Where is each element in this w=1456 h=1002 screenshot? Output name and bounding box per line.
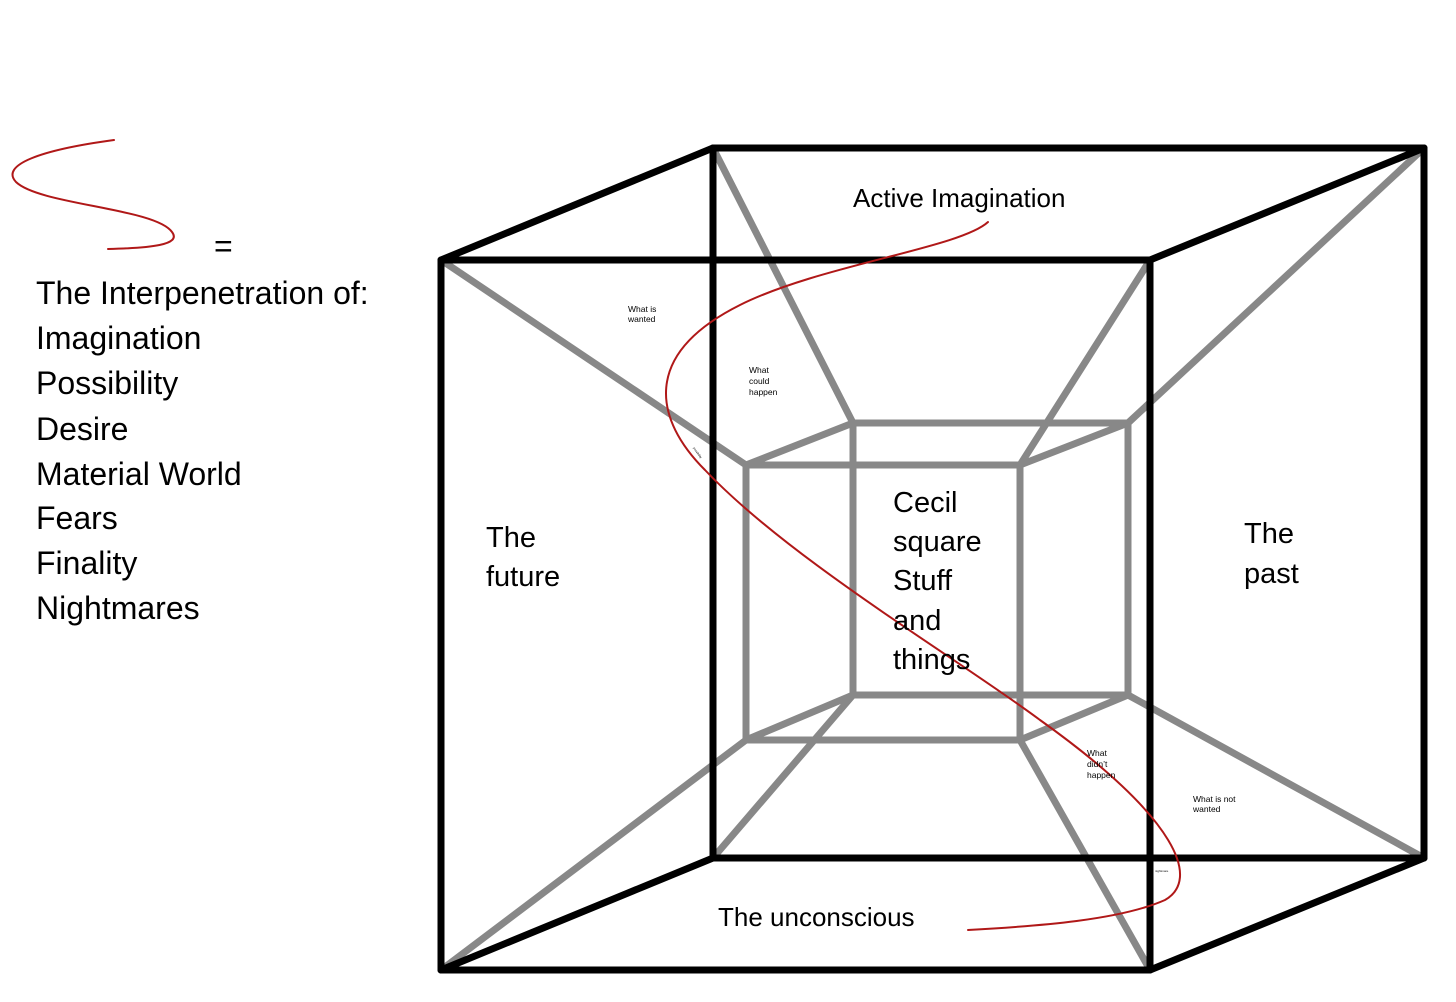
small-label-line: wanted [1192, 804, 1221, 814]
label-what-is-not-wanted: What is not wanted [1192, 794, 1236, 814]
outer-cube-edges [437, 144, 1428, 974]
small-label-line: wanted [627, 314, 656, 324]
small-label-line: What is [628, 304, 656, 314]
label-the-past: The past [1244, 518, 1299, 590]
connector-back-br [1124, 691, 1428, 862]
legend-item: Desire [36, 411, 128, 447]
connector-front-bl [437, 736, 750, 974]
label-the-unconscious: The unconscious [718, 902, 915, 932]
small-label-line: happen [1087, 770, 1116, 780]
label-past-line: past [1244, 558, 1299, 590]
connector-back-tl [709, 144, 857, 427]
small-label-line: could [749, 376, 770, 386]
label-what-could-happen: What could happen [749, 365, 778, 397]
label-the-future: The future [486, 522, 560, 593]
outer-link-br [1146, 854, 1428, 974]
label-center: Cecil square Stuff and things [893, 487, 982, 676]
connector-front-tr [1016, 256, 1154, 469]
outer-link-tr [1146, 144, 1428, 264]
connector-front-tl [437, 256, 750, 469]
label-past-line: The [1244, 518, 1294, 550]
label-active-imagination: Active Imagination [853, 183, 1065, 213]
red-curves [11, 139, 1181, 931]
legend-item: Finality [36, 545, 137, 581]
label-future-line: future [486, 561, 560, 593]
connector-back-tr [1124, 144, 1428, 427]
connector-back-bl [709, 691, 857, 862]
label-what-didnt-happen: What didn’t happen [1087, 748, 1116, 780]
label-center-line: and [893, 605, 941, 637]
legend: = The Interpenetration of: Imagination P… [36, 228, 369, 626]
label-center-line: things [893, 644, 970, 676]
legend-equals: = [214, 228, 233, 264]
inner-link-br [1016, 691, 1132, 744]
label-center-line: Cecil [893, 487, 957, 519]
outer-front-square [437, 256, 1154, 974]
legend-item: Possibility [36, 365, 178, 401]
outer-link-bl [437, 854, 717, 974]
small-label-line: What is not [1193, 794, 1236, 804]
small-label-line: What [749, 365, 769, 375]
small-label-line: What [1087, 748, 1107, 758]
label-future-line: The [486, 522, 536, 554]
connector-edges [437, 144, 1428, 974]
outer-back-square [709, 144, 1428, 862]
imagination-curve [665, 221, 1181, 931]
tiny-label-lower: nightmare [1155, 869, 1169, 873]
legend-s-curve [11, 139, 175, 250]
tiny-label-upper: possibility [692, 446, 703, 459]
label-what-is-wanted: What is wanted [627, 304, 656, 324]
inner-link-tr [1016, 419, 1132, 469]
label-center-line: Stuff [893, 565, 953, 597]
legend-item: Fears [36, 500, 118, 536]
label-center-line: square [893, 526, 982, 558]
inner-back-square [849, 419, 1132, 699]
outer-link-tl [437, 144, 717, 264]
small-label-line: didn’t [1087, 759, 1108, 769]
legend-item: Material World [36, 456, 242, 492]
inner-front-square [742, 461, 1024, 744]
small-label-line: happen [749, 387, 778, 397]
legend-heading: The Interpenetration of: [36, 275, 369, 311]
legend-item: Nightmares [36, 590, 200, 626]
inner-link-tl [742, 419, 857, 469]
inner-link-bl [742, 691, 857, 744]
legend-item: Imagination [36, 320, 201, 356]
